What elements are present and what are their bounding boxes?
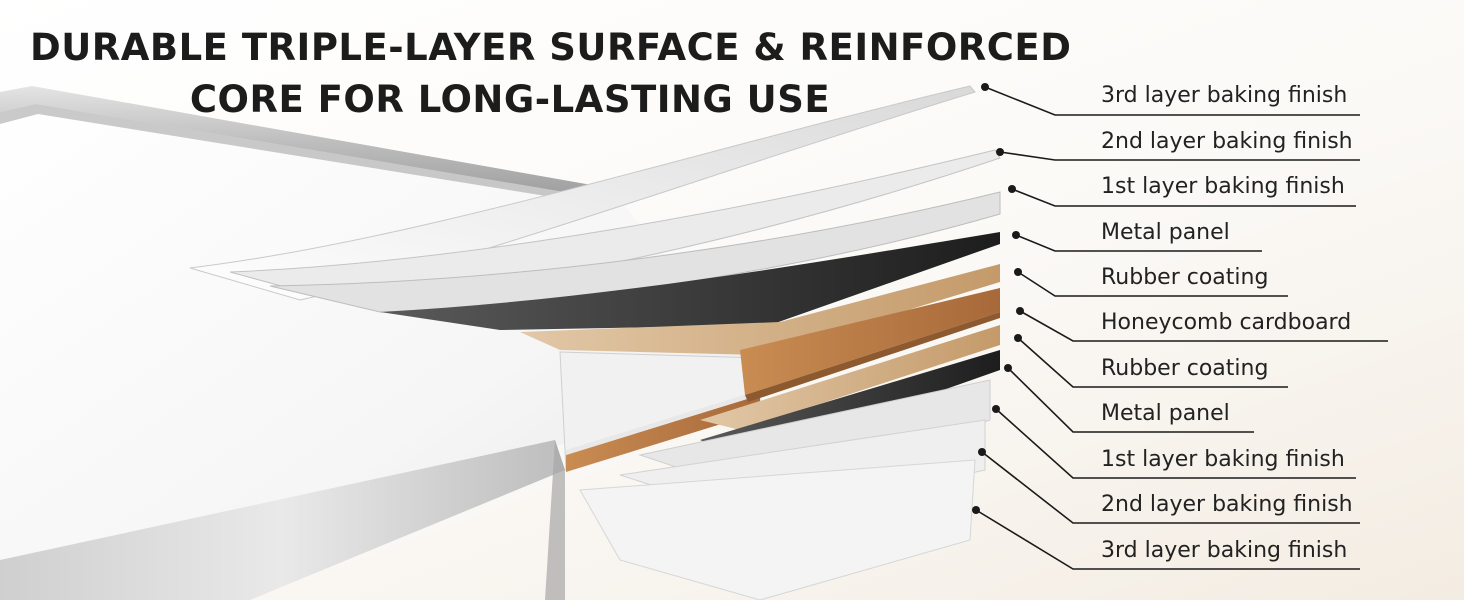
leader-line [1017,337,1288,388]
leader-line [1017,271,1288,297]
layer-label: 3rd layer baking finish [1101,83,1348,108]
layer-label: 2nd layer baking finish [1101,492,1353,517]
leader-line [975,509,1360,570]
layer-label: Rubber coating [1101,265,1269,290]
layer-label: 2nd layer baking finish [1101,129,1353,154]
layer-label: Rubber coating [1101,356,1269,381]
headline-line-2: CORE FOR LONG-LASTING USE [189,78,831,121]
layer-label: Metal panel [1101,401,1230,426]
leader-line [1015,234,1262,252]
layer-label: 1st layer baking finish [1101,447,1345,472]
layer-label: 1st layer baking finish [1101,174,1345,199]
leader-line [999,151,1360,161]
leader-line [995,408,1356,479]
upper-peeled-sheets [189,85,1001,355]
leader-line [981,451,1360,524]
headline-line-1: DURABLE TRIPLE-LAYER SURFACE & REINFORCE… [30,26,1072,69]
leader-line [1011,188,1356,207]
lower-layers [579,288,1000,600]
leader-line [1019,310,1388,342]
layer-label: Honeycomb cardboard [1101,310,1352,335]
leader-line [984,86,1360,116]
leader-lines [972,83,1388,570]
layer-label: 3rd layer baking finish [1101,538,1348,563]
board-edge-cross-section [559,351,761,472]
layer-label: Metal panel [1101,220,1230,245]
leader-line [1007,367,1254,433]
